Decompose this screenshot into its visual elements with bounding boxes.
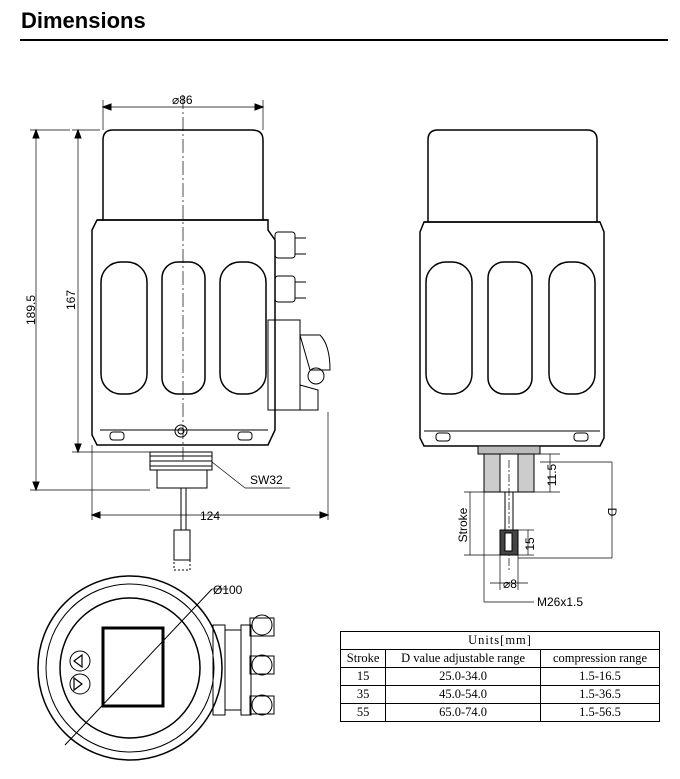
table-cell: 45.0-54.0 (385, 685, 541, 704)
table-caption: Units[mm] (340, 631, 660, 650)
dim-100-label: Ø100 (213, 583, 243, 597)
table-header-row: Stroke D value adjustable range compress… (339, 649, 660, 668)
title-underline (20, 39, 668, 41)
table-cell: 65.0-74.0 (385, 703, 541, 722)
side-view (419, 129, 605, 570)
dim-1895-label: 189.5 (24, 295, 38, 325)
table-cell: 1.5-16.5 (540, 667, 660, 686)
dim-11-5: 11.5 (534, 453, 560, 493)
dim-11-5-label: 11.5 (545, 463, 559, 486)
dim-167: 167 (64, 128, 150, 454)
table-cell: 1.5-36.5 (540, 685, 660, 704)
front-window-right (219, 261, 267, 395)
screw-icon (174, 424, 188, 438)
dim-top-diameter-label: ⌀86 (172, 93, 193, 107)
dim-124: 124 (90, 412, 330, 523)
front-window-left (100, 261, 148, 395)
table-row: 55 65.0-74.0 1.5-56.5 (339, 703, 660, 722)
dim-124-label: 124 (200, 509, 220, 523)
dim-sw32-label: SW32 (250, 473, 283, 487)
dim-thread: M26x1.5 (483, 492, 583, 609)
dim-167-label: 167 (64, 290, 78, 310)
table-header: Stroke (339, 649, 387, 668)
front-view (91, 95, 331, 571)
table-header: D value adjustable range (385, 649, 541, 668)
table-cell: 1.5-56.5 (540, 703, 660, 722)
dim-d-range: D (518, 461, 619, 559)
dim-d8: ⌀8 (490, 555, 528, 591)
dim-d-label: D (605, 508, 619, 517)
dim-1895: 189.5 (24, 128, 150, 492)
table-row: 35 45.0-54.0 1.5-36.5 (339, 685, 660, 704)
table-cell: 35 (339, 685, 387, 704)
table-cell: 25.0-34.0 (385, 667, 541, 686)
dim-thread-label: M26x1.5 (537, 595, 583, 609)
table-row: 15 25.0-34.0 1.5-16.5 (339, 667, 660, 686)
front-cap (102, 129, 264, 220)
dim-sw32: SW32 (211, 461, 290, 489)
top-view: Ø100 (37, 575, 275, 761)
table-caption-row: Units[mm] (340, 631, 660, 650)
units-table: Units[mm] Stroke D value adjustable rang… (339, 631, 660, 722)
table-cell: 55 (339, 703, 387, 722)
table-header: compression range (540, 649, 660, 668)
dim-top-diameter: ⌀86 (101, 93, 265, 130)
dim-15-label: 15 (523, 537, 537, 551)
front-body (91, 219, 276, 446)
front-window-mid (161, 261, 206, 395)
table-cell: 15 (339, 667, 387, 686)
dim-stroke: Stroke (456, 491, 505, 556)
dim-stroke-label: Stroke (456, 507, 470, 542)
dim-15: 15 (518, 529, 537, 556)
page-title: Dimensions (21, 8, 146, 33)
dim-d8-label: ⌀8 (503, 577, 517, 591)
